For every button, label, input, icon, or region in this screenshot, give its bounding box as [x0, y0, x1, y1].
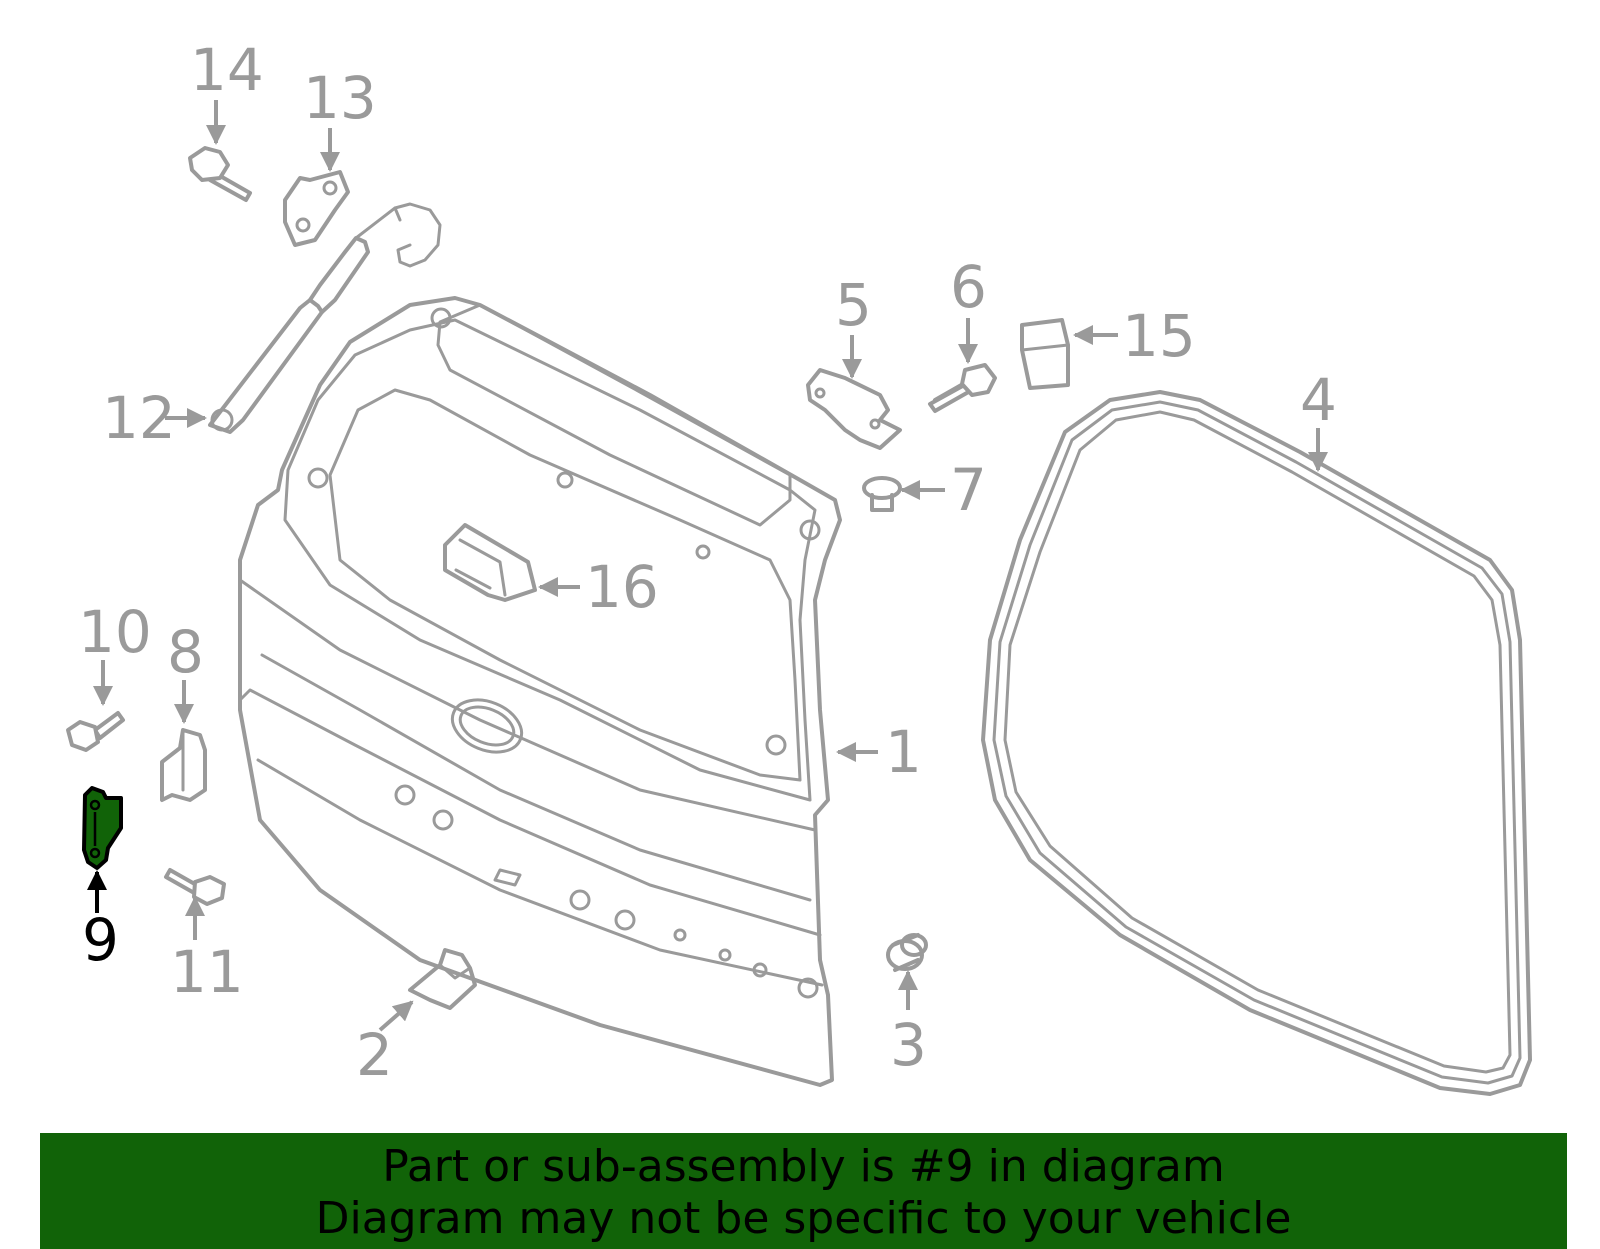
leader-lines [87, 100, 1328, 1032]
part-10-bolt[interactable] [66, 711, 125, 752]
callout-4[interactable]: 4 [1300, 366, 1337, 434]
callout-13[interactable]: 13 [303, 64, 377, 132]
part-5-hinge[interactable] [806, 368, 902, 450]
callout-9[interactable]: 9 [82, 906, 119, 974]
part-8-bracket[interactable] [160, 728, 207, 802]
part-2-bracket[interactable] [408, 948, 477, 1010]
callout-2[interactable]: 2 [356, 1021, 393, 1089]
callout-labels: 1 2 3 4 5 6 7 8 9 10 11 12 13 14 15 16 [78, 36, 1337, 1089]
banner-line-2: Diagram may not be specific to your vehi… [315, 1193, 1292, 1244]
part-1-liftgate-panel[interactable] [238, 296, 842, 1087]
part-14-bolt[interactable] [188, 146, 252, 202]
callout-8[interactable]: 8 [167, 618, 204, 686]
banner-line-1: Part or sub-assembly is #9 in diagram [382, 1141, 1225, 1192]
callout-10[interactable]: 10 [78, 598, 152, 666]
part-6-bolt[interactable] [928, 363, 997, 413]
callout-11[interactable]: 11 [170, 938, 244, 1006]
callout-3[interactable]: 3 [890, 1011, 927, 1079]
callout-16[interactable]: 16 [585, 553, 659, 621]
part-7-clip[interactable] [862, 476, 902, 512]
callout-1[interactable]: 1 [885, 718, 922, 786]
part-3-bumper-stop[interactable] [886, 933, 928, 972]
callout-12[interactable]: 12 [102, 384, 176, 452]
part-16-latch[interactable] [443, 523, 537, 602]
part-12-gas-strut[interactable] [208, 202, 442, 434]
part-9-bracket-highlighted[interactable] [82, 786, 123, 870]
info-banner: Part or sub-assembly is #9 in diagram Di… [40, 1133, 1567, 1249]
callout-14[interactable]: 14 [190, 36, 264, 104]
callout-15[interactable]: 15 [1122, 302, 1196, 370]
callout-5[interactable]: 5 [835, 271, 872, 339]
callout-7[interactable]: 7 [950, 456, 987, 524]
callout-6[interactable]: 6 [950, 253, 987, 321]
part-13-bracket[interactable] [283, 170, 350, 247]
part-15-pad[interactable] [1020, 318, 1070, 390]
part-4-weatherstrip[interactable] [981, 390, 1532, 1096]
